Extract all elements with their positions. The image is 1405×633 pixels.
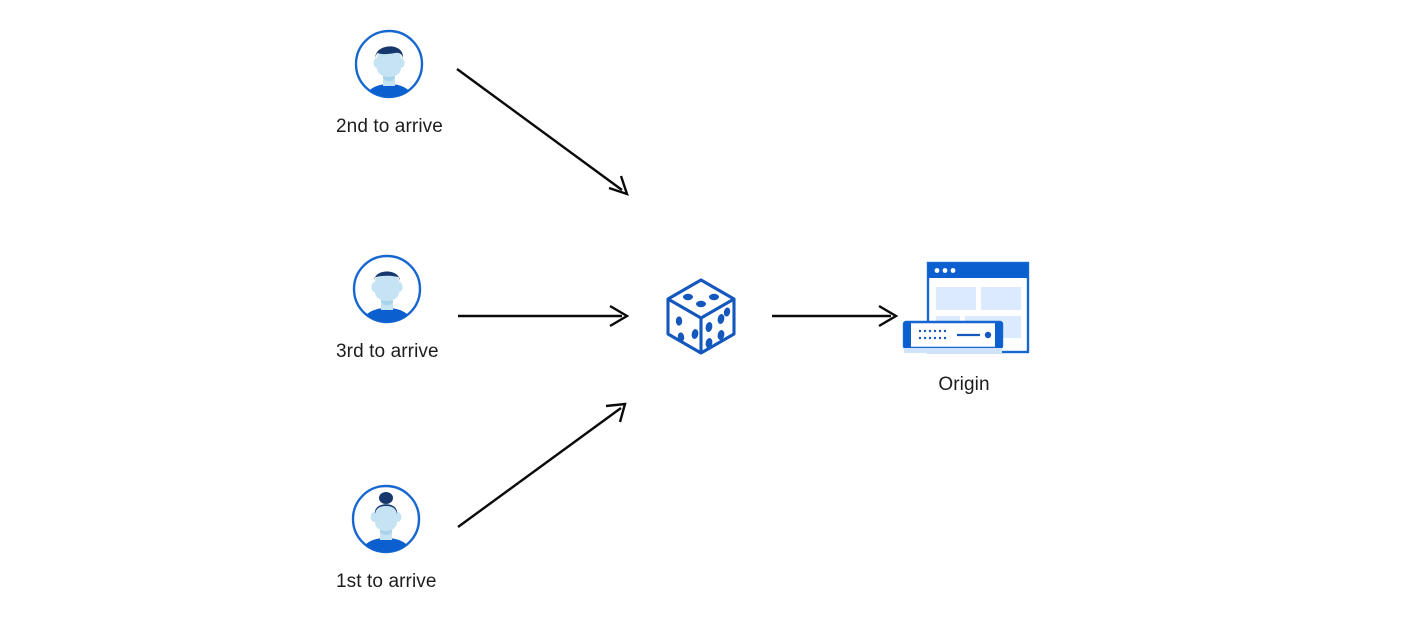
node-randomizer[interactable]: [658, 272, 744, 358]
user-avatar-icon: [350, 483, 422, 555]
node-label: Origin: [938, 374, 990, 395]
edge-2nd-to-dice: [456, 68, 629, 196]
node-label: 2nd to arrive: [336, 116, 443, 137]
node-client-3rd[interactable]: 3rd to arrive: [336, 253, 439, 363]
arrowhead-icon: [605, 402, 627, 423]
server-device-icon: [902, 320, 1004, 353]
node-label: 3rd to arrive: [336, 341, 439, 362]
node-client-1st[interactable]: 1st to arrive: [336, 483, 437, 593]
user-avatar-icon: [351, 253, 423, 325]
arrowhead-icon: [609, 304, 630, 328]
user-avatar-icon: [353, 28, 425, 100]
edge-3rd-to-dice: [458, 304, 630, 328]
edge-line: [457, 407, 622, 528]
node-origin[interactable]: Origin: [900, 258, 1030, 396]
edge-1st-to-dice: [457, 402, 627, 528]
arrowhead-icon: [608, 175, 629, 196]
edge-dice-to-origin: [772, 304, 899, 328]
arrowhead-icon: [878, 304, 899, 328]
node-label: 1st to arrive: [336, 571, 437, 592]
dice-icon: [658, 272, 744, 358]
node-client-2nd[interactable]: 2nd to arrive: [336, 28, 443, 138]
origin-server-icon: [900, 258, 1030, 358]
edge-line: [456, 68, 623, 191]
